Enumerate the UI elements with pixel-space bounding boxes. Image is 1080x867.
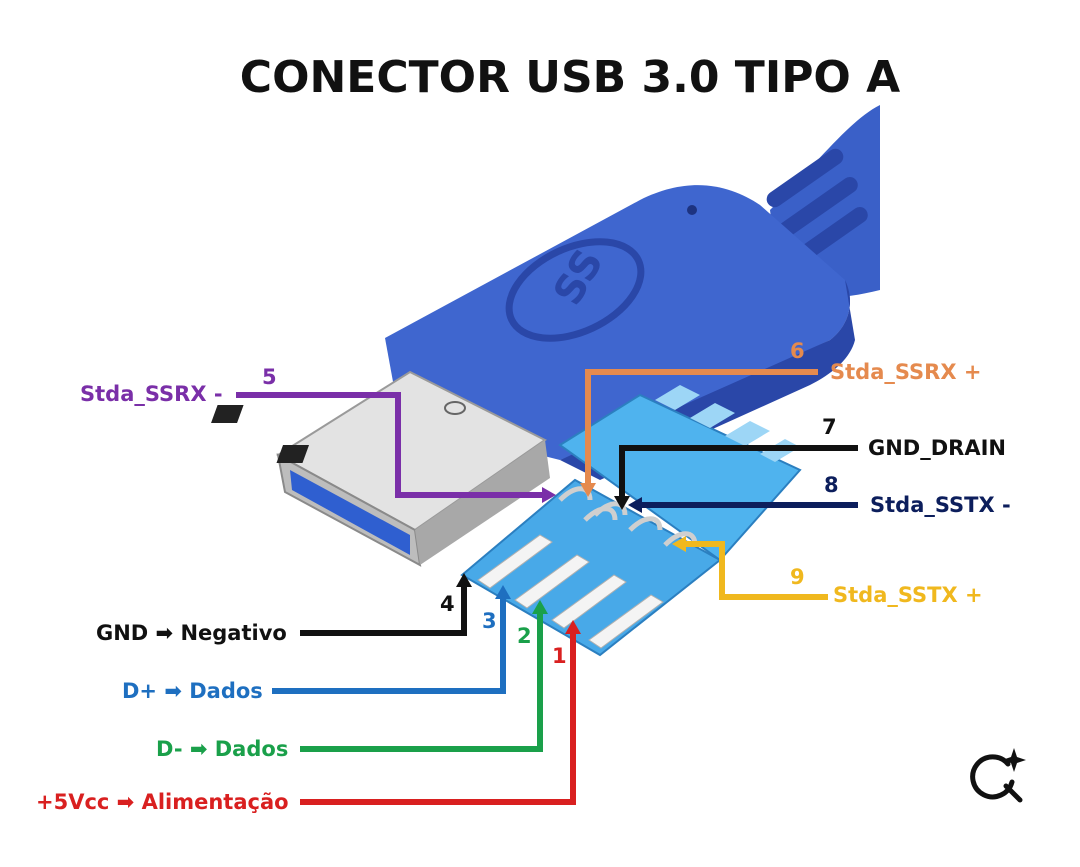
wire-pin3 <box>272 597 506 694</box>
pin-number-1: 1 <box>552 644 567 668</box>
arrow-pin8 <box>628 497 642 513</box>
arrow-pin2 <box>532 600 548 614</box>
pin-number-4: 4 <box>440 592 455 616</box>
metal-shell-side <box>415 440 550 565</box>
arrow-pin1 <box>565 620 581 634</box>
wire-pin7 <box>619 445 858 498</box>
pin-leader-lines <box>236 369 858 805</box>
pin-label-6: Stda_SSRX + <box>830 360 981 384</box>
shell-blue-insert <box>290 470 410 555</box>
diagram-title: CONECTOR USB 3.0 TIPO A <box>240 52 900 103</box>
arrow-pin4 <box>456 573 472 587</box>
arrow-pin9 <box>672 536 686 552</box>
pin-carrier-back <box>558 393 802 562</box>
pin-label-1: +5Vcc ➡ Alimentação <box>36 790 289 814</box>
pin-label-3: D+ ➡ Dados <box>122 679 263 703</box>
pin-label-4: GND ➡ Negativo <box>96 621 287 645</box>
superspeed-logo <box>505 238 645 342</box>
wire-pin5 <box>236 392 545 498</box>
pin-number-2: 2 <box>517 624 532 648</box>
pin-label-9: Stda_SSTX + <box>833 583 983 607</box>
pin-label-8: Stda_SSTX - <box>870 493 1011 517</box>
wire-pin6 <box>585 369 818 485</box>
shell-windows <box>211 405 310 463</box>
arrow-pin5 <box>542 487 556 503</box>
arrow-pin6 <box>580 483 596 497</box>
pin-numbers: 5 6 7 8 9 4 3 2 1 <box>262 339 839 668</box>
arrow-pin7 <box>614 496 630 510</box>
usb-connector-illustration: SS <box>211 105 880 657</box>
pin-label-2: D- ➡ Dados <box>156 737 288 761</box>
pin-number-5: 5 <box>262 365 277 389</box>
wire-pin4 <box>300 585 467 636</box>
flat-contacts <box>477 534 664 649</box>
pin-labels: Stda_SSRX - Stda_SSRX + GND_DRAIN Stda_S… <box>36 360 1011 814</box>
connector-body <box>385 185 850 460</box>
wire-pin9 <box>685 541 828 600</box>
pin-number-9: 9 <box>790 565 805 589</box>
wire-pin2 <box>300 612 543 752</box>
visual-search-sparkle-icon[interactable] <box>962 742 1032 812</box>
visual-search-sparkle-icon-graphic <box>970 748 1026 803</box>
pin-number-7: 7 <box>822 415 837 439</box>
wire-pin1 <box>300 632 576 805</box>
pin-label-7: GND_DRAIN <box>868 436 1006 460</box>
body-dot <box>687 205 697 215</box>
pin-number-3: 3 <box>482 609 497 633</box>
pin-number-8: 8 <box>824 473 839 497</box>
pin-label-5: Stda_SSRX - <box>80 382 223 406</box>
arrow-pin3 <box>495 585 511 599</box>
pin-number-6: 6 <box>790 339 805 363</box>
shell-dimple <box>444 401 466 415</box>
